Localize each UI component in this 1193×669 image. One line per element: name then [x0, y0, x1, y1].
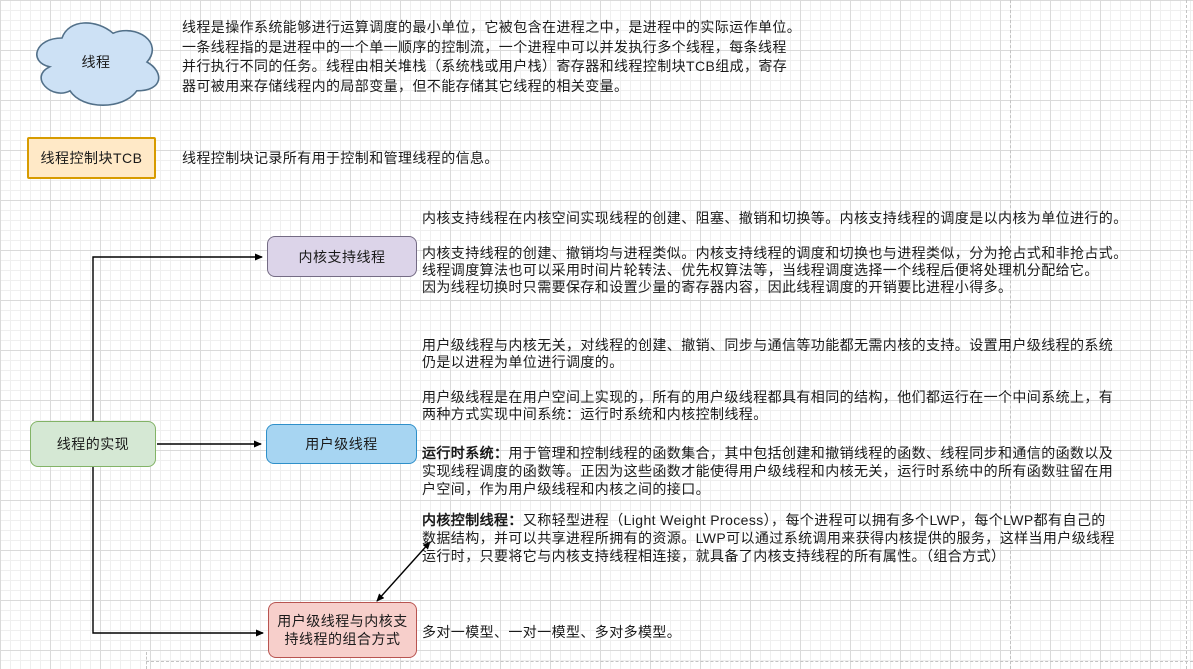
- lwp-text[interactable]: 内核控制线程：又称轻型进程（Light Weight Process），每个进程…: [422, 511, 1182, 565]
- combo-node[interactable]: 用户级线程与内核支 持线程的组合方式: [268, 602, 417, 658]
- models-text[interactable]: 多对一模型、一对一模型、多对多模型。: [422, 624, 682, 640]
- kernel-thread-node-label: 内核支持线程: [298, 248, 386, 265]
- runtime-system-text[interactable]: 运行时系统：用于管理和控制线程的函数集合，其中包括创建和撤销线程的函数、线程同步…: [422, 444, 1182, 498]
- tcb-node[interactable]: 线程控制块TCB: [27, 137, 156, 179]
- tcb-description-text[interactable]: 线程控制块记录所有用于控制和管理线程的信息。: [182, 150, 499, 166]
- kernel-thread-node[interactable]: 内核支持线程: [267, 236, 417, 277]
- combo-node-label: 用户级线程与内核支 持线程的组合方式: [277, 613, 408, 647]
- connector-impl-to-kernel[interactable]: [92, 253, 263, 421]
- page-boundary-vertical: [1010, 0, 1011, 669]
- page-boundary-horizontal: [146, 661, 1193, 662]
- impl-node[interactable]: 线程的实现: [30, 421, 156, 467]
- kernel-thread-p2-text[interactable]: 内核支持线程的创建、撤销均与进程类似。内核支持线程的调度和切换也与进程类似，分为…: [422, 245, 1128, 295]
- user-thread-node[interactable]: 用户级线程: [266, 424, 417, 464]
- page-boundary-vertical-right: [1186, 0, 1187, 669]
- impl-node-label: 线程的实现: [56, 436, 130, 452]
- runtime-system-label: 运行时系统：: [422, 445, 509, 461]
- connector-impl-to-combo[interactable]: [92, 467, 264, 637]
- runtime-system-body: 用于管理和控制线程的函数集合，其中包括创建和撤销线程的函数、线程同步和通信的函数…: [422, 445, 1114, 497]
- user-thread-p2-text[interactable]: 用户级线程是在用户空间上实现的，所有的用户级线程都具有相同的结构，他们都运行在一…: [422, 389, 1114, 422]
- thread-cloud-node[interactable]: 线程: [28, 14, 164, 110]
- lwp-body: 又称轻型进程（Light Weight Process），每个进程可以拥有多个L…: [422, 512, 1115, 564]
- thread-cloud-label: 线程: [81, 54, 111, 70]
- tcb-node-label: 线程控制块TCB: [40, 150, 143, 166]
- thread-description-text[interactable]: 线程是操作系统能够进行运算调度的最小单位，它被包含在进程之中，是进程中的实际运作…: [182, 19, 802, 94]
- kernel-thread-p1-text[interactable]: 内核支持线程在内核空间实现线程的创建、阻塞、撤销和切换等。内核支持线程的调度是以…: [422, 210, 1128, 226]
- lwp-label: 内核控制线程：: [422, 512, 523, 528]
- user-thread-p1-text[interactable]: 用户级线程与内核无关，对线程的创建、撤销、同步与通信等功能都无需内核的支持。设置…: [422, 337, 1114, 370]
- page-boundary-corner: [146, 652, 147, 669]
- user-thread-node-label: 用户级线程: [305, 436, 378, 452]
- cloud-shape: [36, 22, 160, 106]
